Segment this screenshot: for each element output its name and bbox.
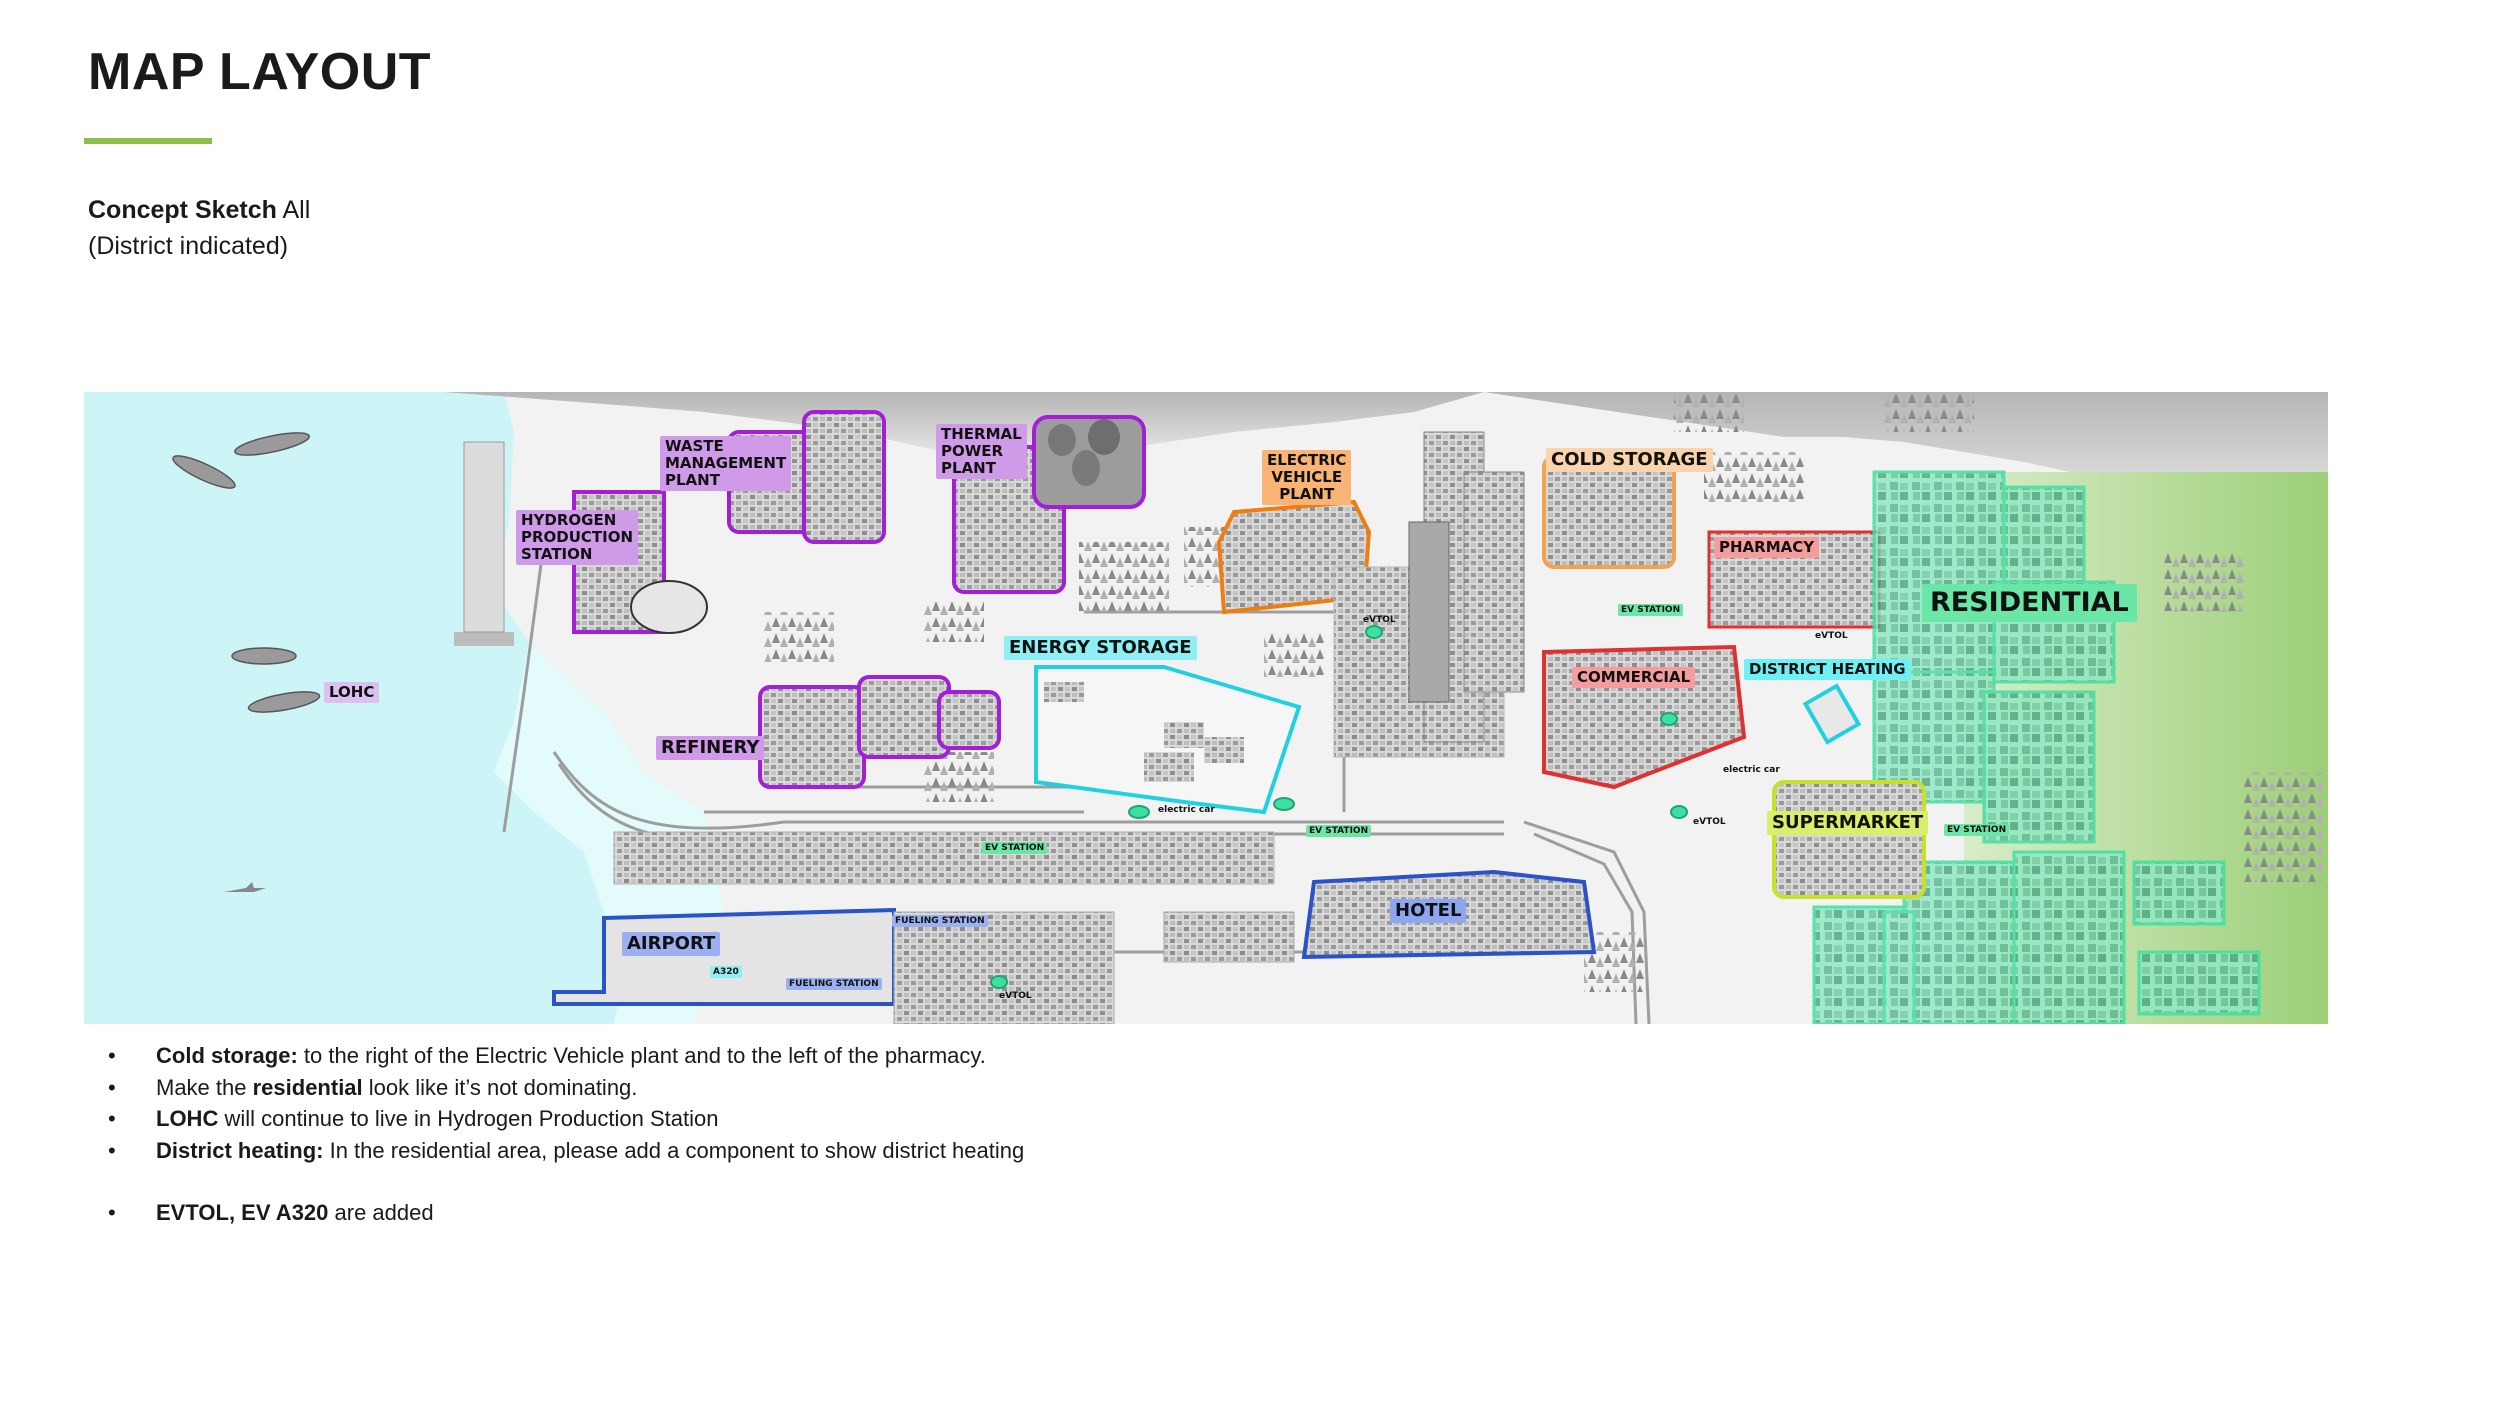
label-electric-car-1: electric car (1158, 805, 1215, 815)
label-a320: A320 (710, 966, 742, 978)
map-drawing (84, 392, 2328, 1024)
subtitle: Concept Sketch All (District indicated) (88, 192, 310, 264)
note-text: are added (328, 1200, 434, 1225)
residential-zone (1812, 470, 2261, 1024)
dock (463, 441, 505, 633)
label-evtol-4: eVTOL (999, 991, 1032, 1001)
label-refinery: REFINERY (656, 736, 765, 760)
label-fueling-station-2: FUELING STATION (786, 978, 882, 990)
label-pharmacy: PHARMACY (1714, 537, 1820, 558)
note-evtol: EVTOL, EV A320 are added (108, 1197, 1024, 1229)
city-map: WASTE MANAGEMENT PLANT THERMAL POWER PLA… (84, 392, 2328, 1024)
city-center (1333, 431, 1525, 758)
label-energy-storage: ENERGY STORAGE (1004, 636, 1197, 660)
label-evtol-1: eVTOL (1363, 615, 1396, 625)
label-ev-station-3: EV STATION (1306, 825, 1372, 837)
supermarket-zone (1772, 780, 1926, 899)
note-bold: EVTOL, EV A320 (156, 1200, 329, 1225)
note-bold: residential (252, 1074, 363, 1100)
note-bold: Cold storage: (156, 1043, 298, 1068)
note-bold: District heating: (156, 1137, 324, 1163)
label-ev-plant: ELECTRIC VEHICLE PLANT (1262, 450, 1352, 505)
label-ev-station-1: EV STATION (1618, 604, 1684, 616)
page-title: MAP LAYOUT (88, 43, 432, 101)
note-cold-storage: Cold storage: to the right of the Electr… (108, 1040, 1024, 1072)
label-thermal-power: THERMAL POWER PLANT (936, 424, 1027, 479)
industrial-zones (572, 410, 1146, 789)
label-ev-station-4: EV STATION (1944, 824, 2010, 836)
hills-northeast (1484, 392, 2328, 522)
label-evtol-3: eVTOL (1693, 817, 1726, 827)
label-ev-station-2: EV STATION (982, 842, 1048, 854)
label-waste-management: WASTE MANAGEMENT PLANT (660, 436, 792, 491)
energy-storage-units (1044, 682, 1244, 782)
label-district-heating: DISTRICT HEATING (1744, 659, 1911, 680)
plane-icon (224, 882, 266, 892)
district-heating-unit (1802, 683, 1862, 745)
transport-zone (552, 831, 1597, 1024)
label-supermarket: SUPERMARKET (1767, 811, 1929, 835)
subtitle-line-2: (District indicated) (88, 232, 289, 260)
label-lohc: LOHC (324, 682, 380, 703)
subtitle-bold: Concept Sketch (88, 196, 277, 224)
pier (454, 632, 514, 646)
label-cold-storage: COLD STORAGE (1546, 448, 1713, 472)
note-lohc: LOHC will continue to live in Hydrogen P… (108, 1103, 1024, 1135)
label-electric-car-2: electric car (1723, 765, 1780, 775)
note-district-heating: District heating: In the residential are… (108, 1135, 1024, 1167)
label-residential: RESIDENTIAL (1922, 584, 2137, 622)
subtitle-line-1: Concept Sketch All (88, 192, 310, 228)
label-fueling-station-1: FUELING STATION (892, 915, 988, 927)
title-underline (84, 138, 212, 144)
note-pre: Make the (156, 1074, 253, 1100)
note-text: to the right of the Electric Vehicle pla… (297, 1043, 986, 1068)
label-commercial: COMMERCIAL (1572, 667, 1696, 688)
note-text: look like it’s not dominating. (362, 1074, 638, 1100)
ev-markers (990, 625, 1688, 989)
label-evtol-2: eVTOL (1815, 631, 1848, 641)
note-text: will continue to live in Hydrogen Produc… (218, 1106, 719, 1131)
subtitle-rest: All (276, 196, 311, 224)
ships (172, 432, 321, 713)
note-bold: LOHC (156, 1106, 219, 1131)
cold-storage-zone (1542, 455, 1676, 569)
label-hotel: HOTEL (1390, 899, 1467, 923)
label-airport: AIRPORT (622, 932, 721, 956)
note-residential: Make the residential look like it’s not … (108, 1072, 1024, 1104)
label-hydrogen-station: HYDROGEN PRODUCTION STATION (516, 510, 639, 565)
note-text: In the residential area, please add a co… (323, 1137, 1025, 1163)
notes-list: Cold storage: to the right of the Electr… (108, 1040, 1024, 1229)
